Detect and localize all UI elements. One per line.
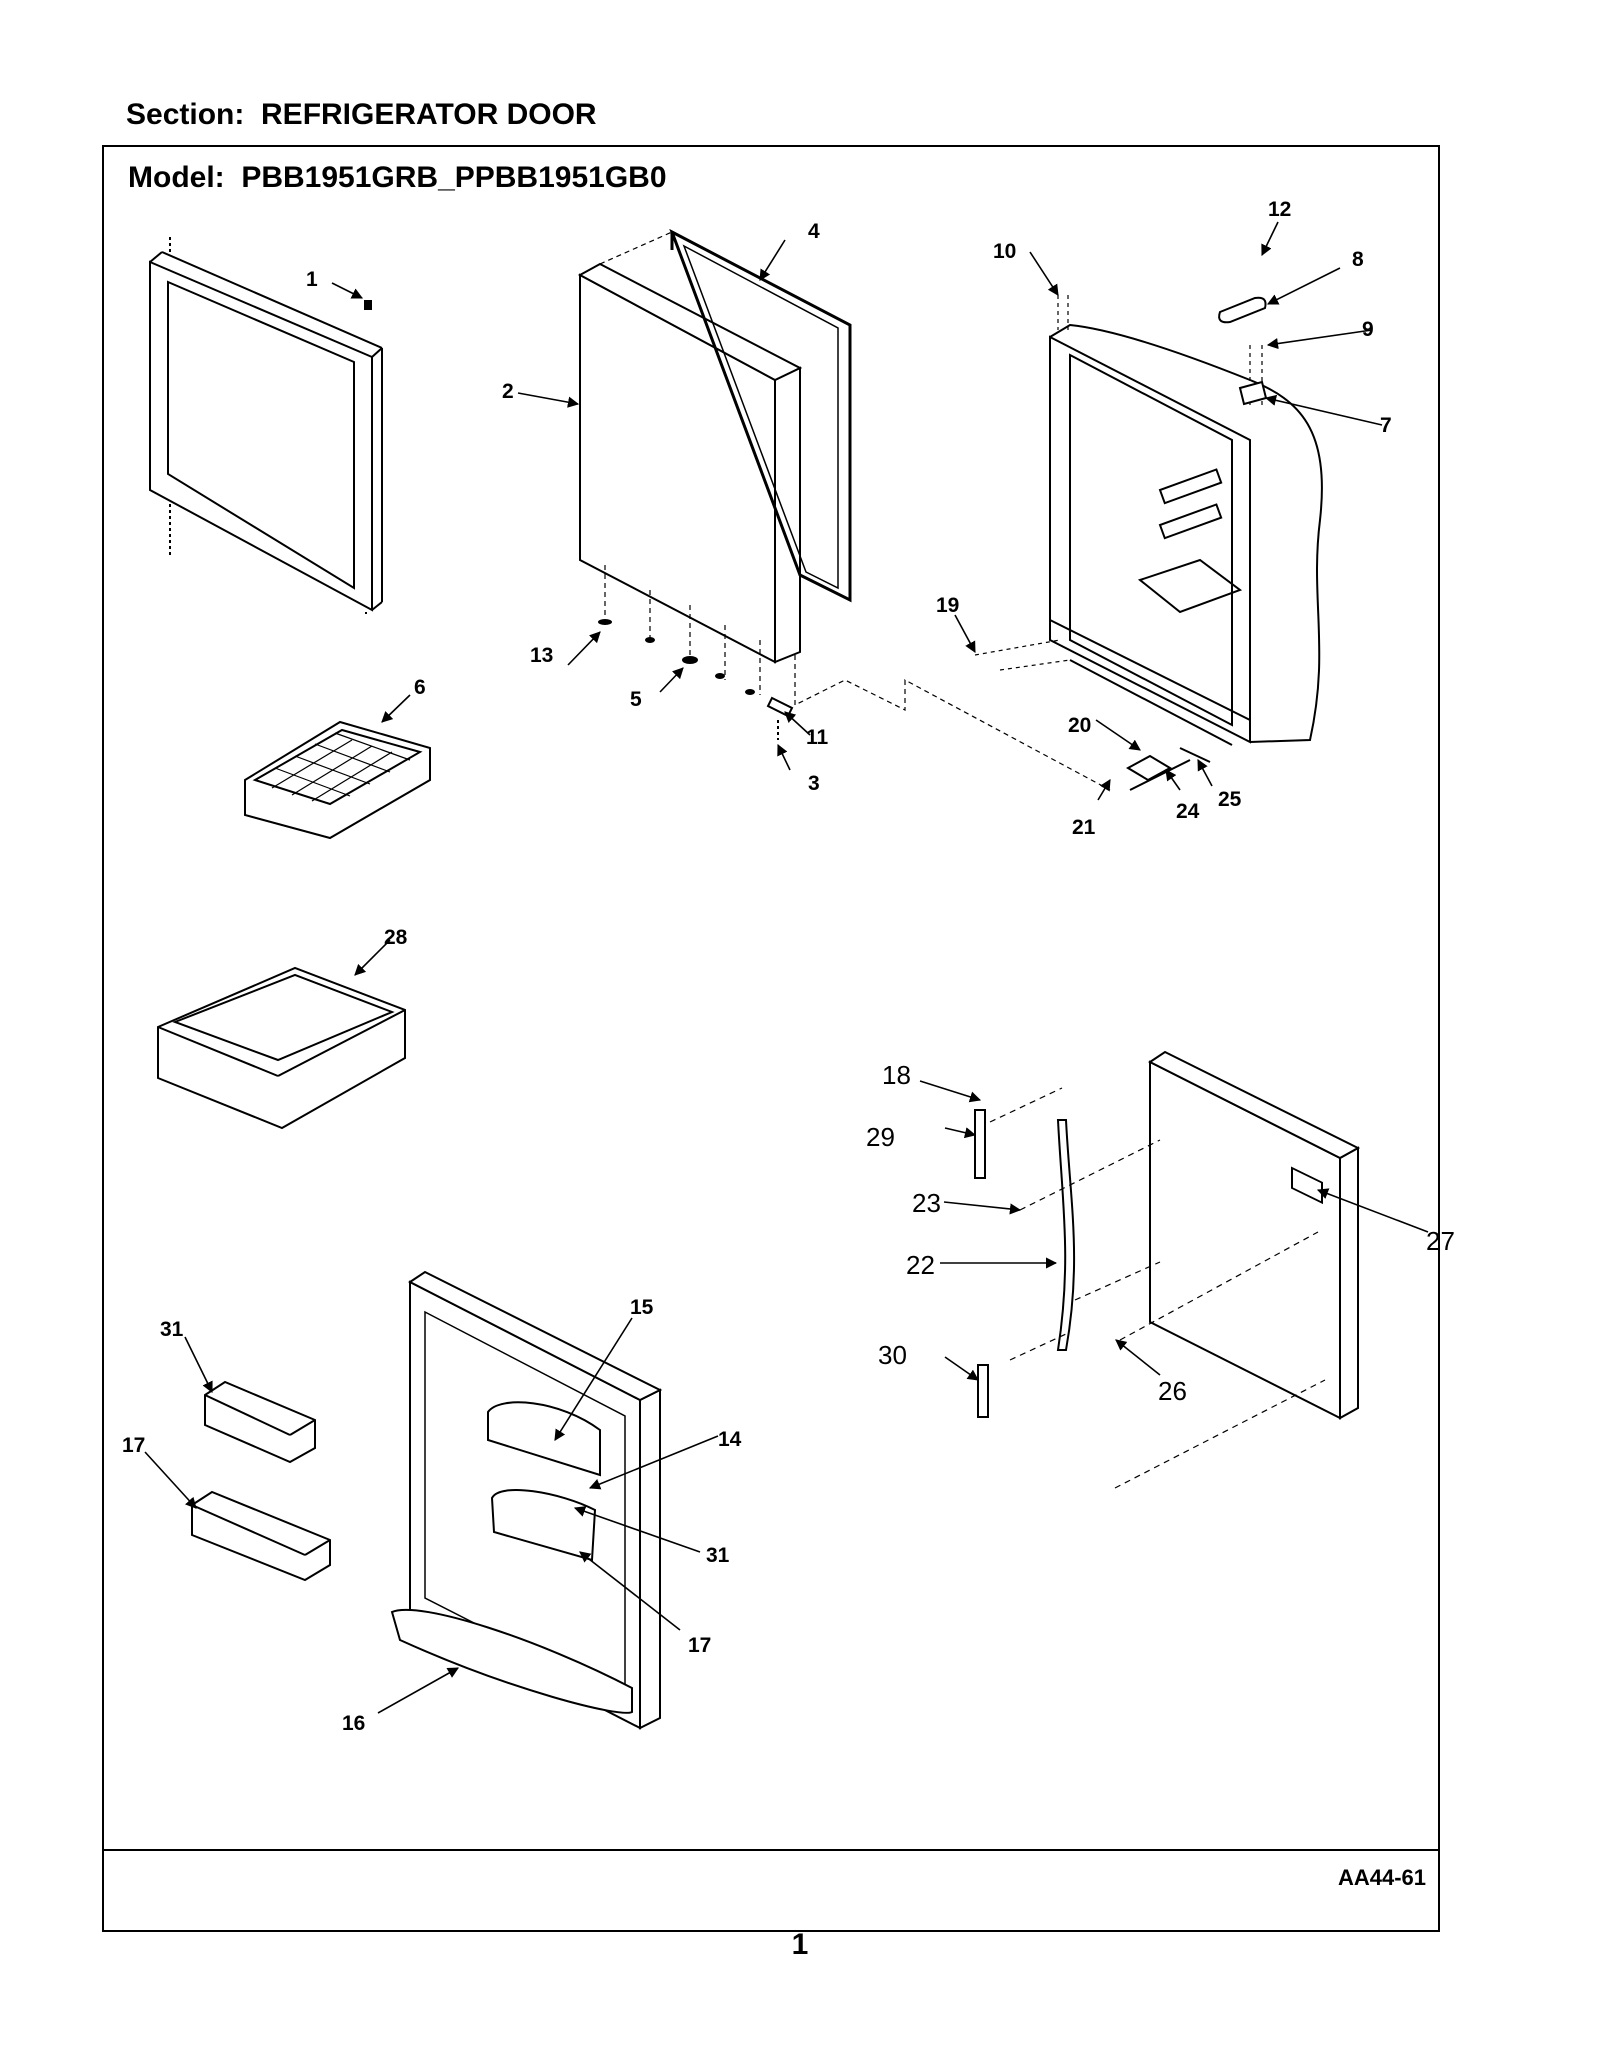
footer-divider bbox=[104, 1849, 1438, 1851]
ice-tray bbox=[244, 720, 431, 840]
callout-20: 20 bbox=[1068, 714, 1091, 737]
callout-5: 5 bbox=[630, 688, 642, 711]
callout-25: 25 bbox=[1218, 788, 1242, 811]
callout-21: 21 bbox=[1072, 816, 1096, 839]
callout-9: 9 bbox=[1362, 318, 1374, 341]
page-number: 1 bbox=[791, 1928, 809, 1961]
callout-22: 22 bbox=[906, 1250, 935, 1280]
callout-28: 28 bbox=[384, 926, 408, 949]
trim-part-30 bbox=[977, 1364, 989, 1418]
callout-19: 19 bbox=[936, 594, 959, 617]
callout-17-bin: 17 bbox=[122, 1434, 145, 1457]
door-plugs bbox=[598, 619, 755, 695]
diagram-frame: Model: PBB1951GRB_PPBB1951GB0 AA44-61 bbox=[102, 145, 1440, 1932]
callout-16: 16 bbox=[342, 1712, 365, 1735]
callout-4: 4 bbox=[808, 220, 820, 243]
callout-23: 23 bbox=[912, 1188, 941, 1218]
door-liner-frame bbox=[149, 237, 383, 614]
section-title: Section: REFRIGERATOR DOOR bbox=[126, 98, 597, 131]
callout-15: 15 bbox=[630, 1296, 654, 1319]
door-bin-17 bbox=[191, 1490, 331, 1582]
door-exterior bbox=[1148, 1050, 1361, 1420]
callout-1: 1 bbox=[306, 268, 318, 291]
screw-part-1 bbox=[364, 300, 372, 310]
callout-29: 29 bbox=[866, 1122, 895, 1152]
trim-part-29 bbox=[974, 1109, 986, 1179]
lower-hinge-small bbox=[766, 696, 794, 740]
callout-10: 10 bbox=[993, 240, 1016, 263]
callout-14: 14 bbox=[718, 1428, 742, 1451]
callout-8: 8 bbox=[1352, 248, 1364, 271]
bottom-hinge-assembly bbox=[1125, 747, 1211, 791]
inner-door-bins bbox=[390, 1401, 633, 1714]
handle-dashed-guides bbox=[989, 1087, 1326, 1489]
callout-18: 18 bbox=[882, 1060, 911, 1090]
diagram-code: AA44-61 bbox=[1337, 1865, 1426, 1890]
callout-6: 6 bbox=[414, 676, 426, 699]
callout-2: 2 bbox=[502, 380, 514, 403]
door-dashed-guides bbox=[599, 231, 1111, 791]
handle-part-22 bbox=[1056, 1119, 1076, 1351]
door-panel-outer bbox=[577, 262, 803, 664]
door-bin-31 bbox=[204, 1380, 316, 1464]
callout-24: 24 bbox=[1176, 800, 1200, 823]
cabinet-section bbox=[1049, 323, 1323, 746]
leader-lines bbox=[144, 221, 1429, 1714]
callout-7: 7 bbox=[1380, 414, 1392, 437]
callout-12: 12 bbox=[1268, 198, 1291, 221]
callout-labels: 1 2 3 4 5 6 7 8 9 10 11 12 13 14 15 16 1… bbox=[122, 198, 1455, 1735]
callout-26: 26 bbox=[1158, 1376, 1187, 1406]
top-hinge-part-7 bbox=[1238, 380, 1268, 406]
model-title: Model: PBB1951GRB_PPBB1951GB0 bbox=[128, 161, 667, 194]
callout-31-door: 31 bbox=[706, 1544, 730, 1567]
callout-31-bin: 31 bbox=[160, 1318, 184, 1341]
callout-17-door: 17 bbox=[688, 1634, 711, 1657]
callout-13: 13 bbox=[530, 644, 553, 667]
hinge-cover-part-8 bbox=[1218, 296, 1267, 324]
storage-bin bbox=[157, 966, 406, 1130]
callout-27: 27 bbox=[1426, 1226, 1455, 1256]
door-gasket bbox=[669, 228, 852, 603]
callout-30: 30 bbox=[878, 1340, 907, 1370]
callout-3: 3 bbox=[808, 772, 820, 795]
callout-11: 11 bbox=[806, 726, 829, 749]
